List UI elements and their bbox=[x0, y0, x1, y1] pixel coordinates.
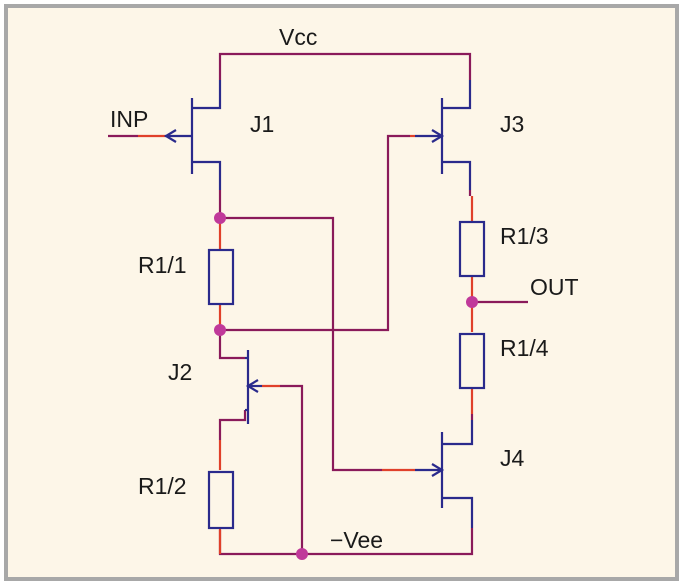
wire-node-b-to-j2 bbox=[218, 330, 245, 360]
node-vee bbox=[296, 548, 308, 560]
label-r11: R1/1 bbox=[138, 252, 187, 278]
transistor-j1 bbox=[163, 80, 222, 190]
label-j4: J4 bbox=[500, 445, 525, 471]
node-j1-source bbox=[214, 212, 226, 224]
node-r11-bottom bbox=[214, 324, 226, 336]
resistor-r13 bbox=[458, 220, 486, 278]
resistor-r14 bbox=[458, 332, 486, 390]
label-j1: J1 bbox=[250, 111, 274, 137]
transistor-j4 bbox=[415, 420, 474, 528]
label-r14: R1/4 bbox=[500, 335, 549, 361]
wire-j2-gate bbox=[280, 384, 304, 554]
label-r12: R1/2 bbox=[138, 473, 187, 499]
transistor-j2 bbox=[245, 350, 262, 424]
label-inp: INP bbox=[110, 106, 148, 132]
wire-node-a-to-j4 bbox=[220, 216, 382, 472]
wire-vcc-rail bbox=[218, 52, 472, 80]
transistor-j3 bbox=[415, 80, 472, 190]
resistor-r11 bbox=[207, 248, 235, 306]
wire-j2-source bbox=[218, 410, 247, 440]
node-out bbox=[466, 296, 478, 308]
label-j3: J3 bbox=[500, 111, 524, 137]
wire-node-b-to-j3 bbox=[220, 134, 410, 332]
resistor-r12 bbox=[207, 470, 235, 530]
label-r13: R1/3 bbox=[500, 223, 549, 249]
diagram-background bbox=[4, 4, 679, 581]
label-j2: J2 bbox=[168, 359, 192, 385]
label-vee: −Vee bbox=[330, 527, 383, 553]
label-out: OUT bbox=[530, 274, 579, 300]
label-vcc: Vcc bbox=[279, 24, 317, 50]
